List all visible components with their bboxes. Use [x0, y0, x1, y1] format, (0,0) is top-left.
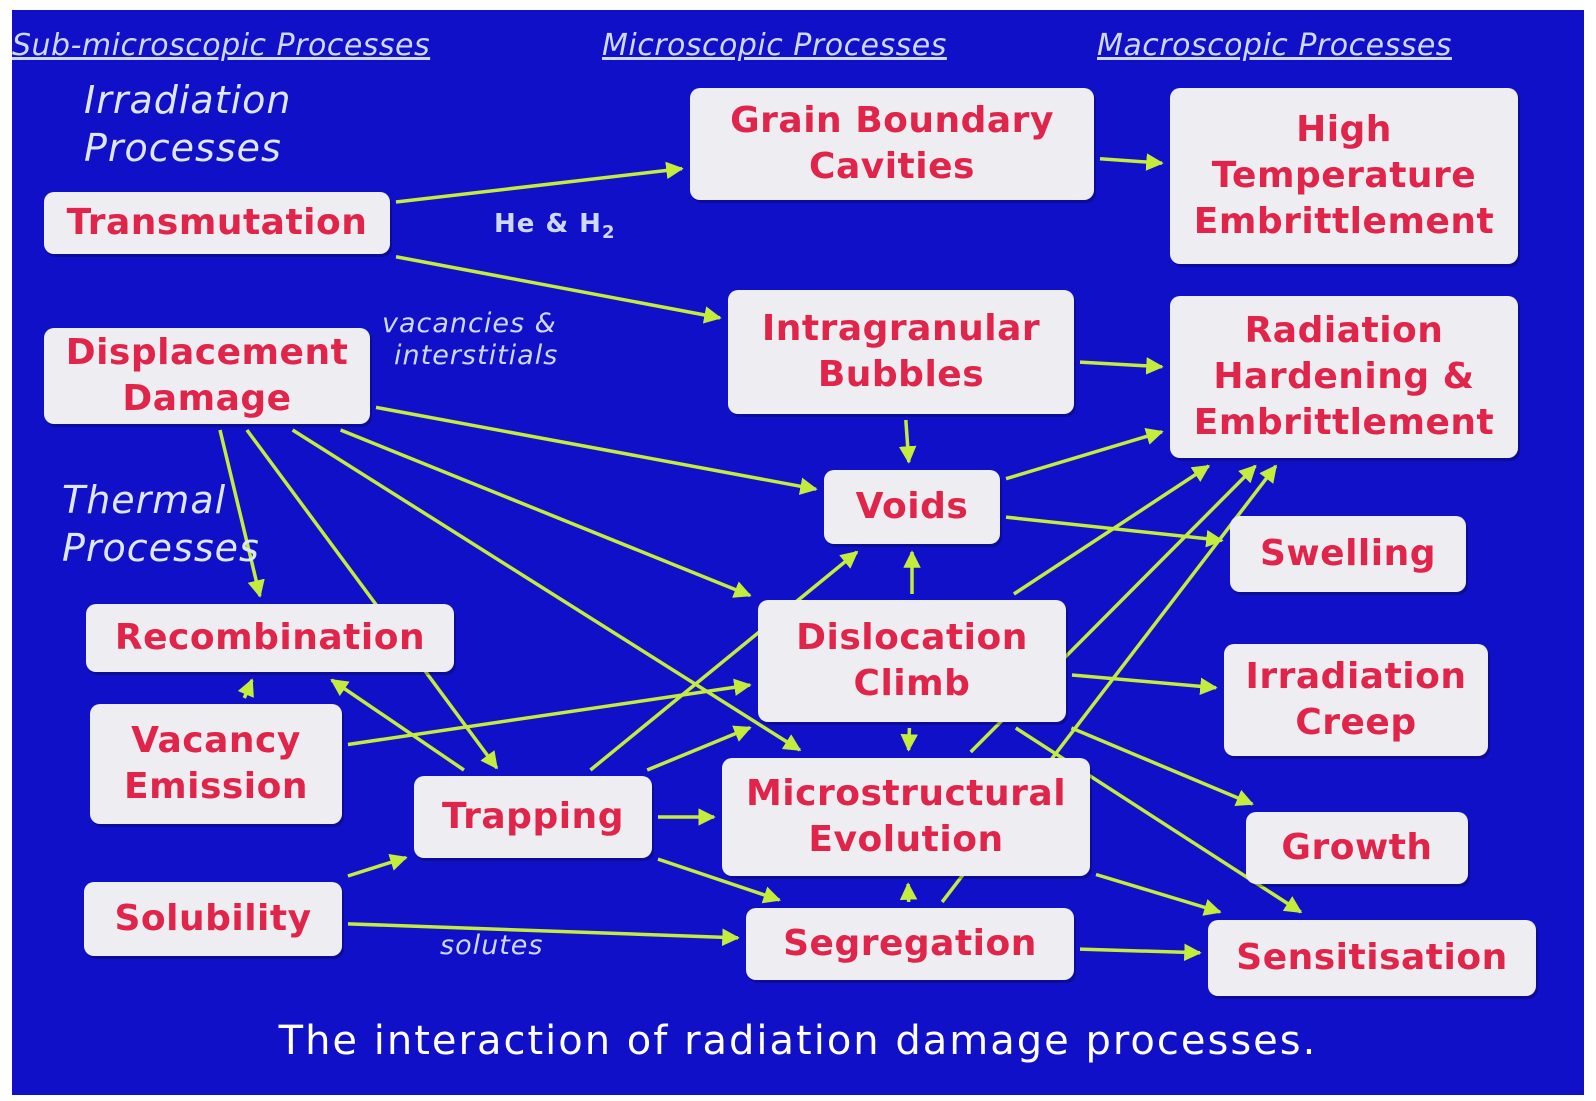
- diagram-canvas: Sub-microscopic Processes Microscopic Pr…: [12, 10, 1584, 1095]
- node-line: Recombination: [114, 617, 426, 658]
- header-sub-microscopic: Sub-microscopic Processes: [12, 28, 431, 63]
- node-recombination: Recombination: [86, 604, 454, 672]
- interstitials-label-line: interstitials: [394, 340, 559, 371]
- node-line: Climb: [853, 663, 971, 704]
- irradiation-label-line: Processes: [84, 126, 282, 170]
- vacancies-label-line: vacancies &: [382, 308, 557, 339]
- arrow-trapping-to-voids: [589, 550, 859, 772]
- thermal-label-line: Thermal: [62, 478, 227, 522]
- node-line: Emission: [124, 766, 308, 807]
- node-voids: Voids: [824, 470, 1000, 544]
- node-line: High: [1296, 109, 1392, 150]
- node-solubility: Solubility: [84, 882, 342, 956]
- node-line: Irradiation: [1245, 656, 1467, 697]
- node-line: Growth: [1281, 827, 1433, 868]
- node-line: Cavities: [809, 146, 975, 187]
- arrow-dislocation_climb-to-irr_creep: [1071, 673, 1218, 696]
- he-h2-subscript: 2: [601, 222, 616, 244]
- thermal-label-line: Processes: [62, 526, 260, 570]
- node-segregation: Segregation: [746, 908, 1074, 980]
- node-line: Microstructural: [745, 773, 1067, 814]
- arrow-displacement-to-recombination: [218, 429, 265, 598]
- irradiation-processes-label: Irradiation Processes: [84, 76, 292, 172]
- arrow-displacement-to-dislocation_climb: [339, 428, 752, 598]
- node-growth: Growth: [1246, 812, 1468, 884]
- arrow-microstructural-to-sensitisation: [1095, 872, 1222, 916]
- node-line: Creep: [1295, 702, 1417, 743]
- node-transmutation: Transmutation: [44, 192, 390, 254]
- vacancies-interstitials-label: vacancies & interstitials: [382, 308, 558, 372]
- node-line: Swelling: [1259, 533, 1437, 574]
- node-line: Hardening &: [1213, 356, 1475, 397]
- arrow-segregation-to-sensitisation: [1079, 943, 1202, 962]
- node-line: Sensitisation: [1236, 937, 1508, 978]
- node-line: Grain Boundary: [730, 100, 1054, 141]
- solutes-label: solutes: [440, 930, 544, 961]
- node-line: Radiation: [1244, 310, 1444, 351]
- node-sensitisation: Sensitisation: [1208, 920, 1536, 996]
- arrow-intragranular-to-rad_hardening: [1079, 357, 1164, 375]
- arrow-trapping-to-segregation: [657, 857, 782, 904]
- arrow-solubility-to-segregation: [347, 922, 740, 947]
- arrow-trapping-to-recombination: [330, 678, 465, 772]
- node-line: Evolution: [808, 819, 1004, 860]
- arrow-voids-to-rad_hardening: [1005, 427, 1164, 481]
- node-line: Transmutation: [66, 202, 368, 243]
- header-microscopic: Microscopic Processes: [602, 28, 947, 63]
- node-line: Embrittlement: [1193, 402, 1495, 443]
- arrow-dislocation_climb-to-rad_hardening: [1012, 464, 1211, 596]
- arrow-dislocation_climb-to-growth: [1070, 726, 1254, 806]
- arrow-gb_cavities-to-high_temp: [1099, 153, 1164, 171]
- node-line: Temperature: [1211, 155, 1477, 196]
- node-line: Dislocation: [796, 617, 1028, 658]
- node-line: Embrittlement: [1193, 201, 1495, 242]
- arrow-displacement-to-voids: [375, 405, 818, 495]
- arrow-transmutation-to-intragranular: [395, 255, 722, 324]
- thermal-processes-label: Thermal Processes: [62, 476, 260, 572]
- arrow-segregation-to-microstructural: [899, 882, 918, 903]
- arrow-intragranular-to-voids: [898, 419, 917, 464]
- arrow-solubility-to-trapping: [347, 853, 408, 878]
- arrow-dislocation_climb-to-microstructural: [900, 727, 918, 752]
- node-trapping: Trapping: [414, 776, 652, 858]
- diagram-caption: The interaction of radiation damage proc…: [278, 1018, 1318, 1064]
- irradiation-label-line: Irradiation: [84, 78, 292, 122]
- node-line: Segregation: [783, 923, 1037, 964]
- arrow-transmutation-to-gb_cavities: [395, 161, 684, 204]
- node-line: Displacement: [65, 332, 349, 373]
- node-line: Solubility: [114, 898, 312, 939]
- node-line: Trapping: [442, 796, 624, 837]
- arrow-displacement-to-trapping: [245, 428, 499, 770]
- he-h2-label: He & H2: [494, 208, 615, 249]
- arrow-vacancy_emission-to-dislocation_climb: [347, 678, 752, 747]
- node-line: Voids: [855, 486, 969, 527]
- arrow-displacement-to-microstructural: [291, 428, 802, 752]
- node-line: Damage: [122, 378, 292, 419]
- arrow-vacancy_emission-to-recombination: [237, 678, 254, 699]
- header-macroscopic: Macroscopic Processes: [1097, 28, 1452, 63]
- he-h2-text: He & H: [494, 209, 602, 239]
- arrow-trapping-to-dislocation_climb: [646, 725, 752, 772]
- node-line: Intragranular: [761, 308, 1041, 349]
- node-line: Vacancy: [131, 720, 301, 761]
- node-swelling: Swelling: [1230, 516, 1466, 592]
- node-line: Bubbles: [817, 354, 985, 395]
